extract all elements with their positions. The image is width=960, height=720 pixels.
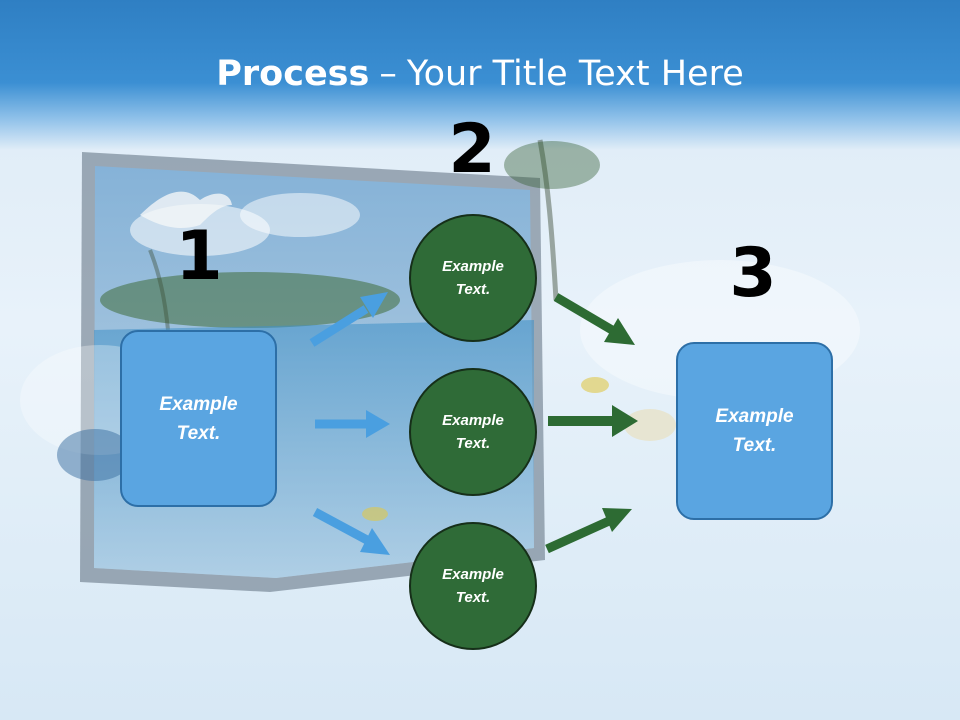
title-bold-text: Process [216, 54, 370, 94]
island-icon [100, 272, 400, 328]
arrow-bottom-circle-to-3 [545, 508, 632, 554]
arrow-top-circle-to-3 [553, 293, 635, 345]
arrow-1-to-bottom-circle [312, 508, 390, 555]
title-rest-text: Your Title Text Here [406, 54, 744, 94]
arrow-1-to-top-circle [309, 292, 388, 347]
step-number-2: 2 [448, 110, 496, 189]
arrow-middle-circle-to-3 [548, 405, 638, 437]
step-2-node-bottom: Example Text. [409, 522, 537, 650]
header-band [0, 0, 960, 150]
step-2-node-top: Example Text. [409, 214, 537, 342]
step-number-1: 1 [175, 217, 223, 296]
title-dash: – [379, 54, 397, 94]
arrow-1-to-middle-circle [315, 410, 390, 438]
step-2-node-middle: Example Text. [409, 368, 537, 496]
step-number-3: 3 [729, 234, 777, 313]
slide-title: Process–Your Title Text Here [0, 52, 960, 96]
step-1-box: Example Text. [120, 330, 277, 507]
step-3-box: Example Text. [676, 342, 833, 520]
seagull-icon [140, 191, 232, 228]
fish-icon [57, 429, 133, 481]
